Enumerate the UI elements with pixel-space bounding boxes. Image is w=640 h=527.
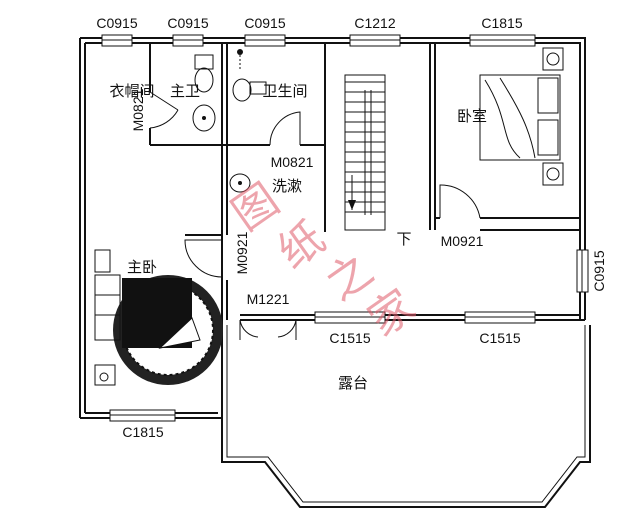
bathroom-fixtures [192, 49, 267, 193]
stair-down-label: 下 [396, 230, 411, 248]
door-m0921-left [184, 239, 223, 278]
bedroom-furniture [479, 47, 564, 186]
window-labels: C0915 C0915 C0915 C1212 C1815 C0915 C151… [96, 15, 607, 440]
door-m0821-left [149, 91, 179, 129]
master-bedroom-furniture [94, 249, 223, 386]
label-m0821-left: M0821 [130, 88, 146, 131]
room-terrace: 露台 [338, 374, 368, 392]
door-labels: M0821 M0821 M0921 M0921 M1221 [130, 88, 484, 307]
interior-walls [149, 43, 580, 418]
label-c1515-a: C1515 [329, 330, 370, 346]
label-m0921-left: M0921 [234, 231, 250, 274]
label-c1815-bottom: C1815 [122, 424, 163, 440]
label-c0915-c: C0915 [244, 15, 285, 31]
label-c1815-top: C1815 [481, 15, 522, 31]
terrace-outline [221, 320, 591, 508]
windows [101, 34, 589, 422]
door-m1221 [239, 319, 297, 340]
label-c0915-b: C0915 [167, 15, 208, 31]
room-bedroom: 卧室 [457, 107, 487, 125]
room-closet: 衣帽间 [109, 82, 154, 100]
label-m0821-wash: M0821 [271, 154, 314, 170]
doors [149, 91, 481, 340]
room-bathroom: 卫生间 [262, 82, 307, 100]
door-m0921-right [439, 184, 481, 219]
label-c1515-b: C1515 [479, 330, 520, 346]
staircase [344, 74, 386, 231]
room-labels: 衣帽间 主卫 卫生间 洗漱 主卧 卧室 露台 下 [109, 82, 487, 392]
room-wash: 洗漱 [272, 177, 302, 195]
label-m0921-right: M0921 [441, 233, 484, 249]
room-master-bath: 主卫 [170, 82, 200, 100]
label-c0915-right: C0915 [591, 250, 607, 291]
label-c1212: C1212 [354, 15, 395, 31]
label-c0915-a: C0915 [96, 15, 137, 31]
room-master-bedroom: 主卧 [127, 258, 157, 276]
door-m0821-wash [269, 111, 301, 146]
label-m1221: M1221 [247, 291, 290, 307]
